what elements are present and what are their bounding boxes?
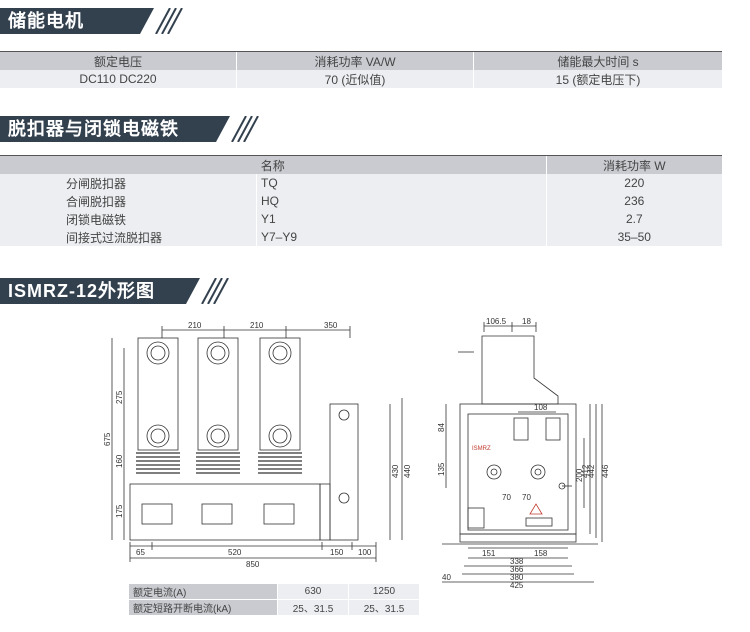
section-outline-header: ISMRZ-12外形图	[0, 278, 240, 304]
dim-label: 135	[438, 462, 446, 476]
dim-label: 200	[575, 468, 584, 482]
section-outline-title: ISMRZ-12外形图	[0, 278, 200, 304]
rated-value: 25、31.5	[348, 599, 420, 616]
dim-label: 151	[482, 549, 496, 558]
table-row: 额定短路开断电流(kA) 25、31.5 25、31.5	[128, 599, 420, 616]
front-view-drawing: 210 210 350 675 275 160 175 430 440 65 5…	[103, 321, 412, 569]
table-row: 额定电流(A) 630 1250	[128, 583, 420, 600]
model-label: ISMRZ	[472, 446, 491, 452]
motor-col-power: 消耗功率 VA/W	[236, 52, 474, 70]
release-col-name: 名称	[0, 156, 547, 174]
slash-decoration-icon	[155, 8, 183, 34]
table-row: 闭锁电磁铁 Y1 2.7	[0, 210, 722, 228]
dim-label: 366	[510, 565, 524, 574]
dim-label: 446	[601, 464, 610, 478]
release-code: HQ	[256, 192, 547, 210]
motor-power-value: 70 (近似值)	[236, 70, 474, 88]
release-name: 间接式过流脱扣器	[0, 228, 257, 246]
motor-spec-table: 额定电压 消耗功率 VA/W 储能最大时间 s DC110 DC220 70 (…	[0, 52, 722, 88]
rated-label: 额定短路开断电流(kA)	[128, 599, 278, 616]
release-code: TQ	[256, 174, 547, 192]
section-motor-title: 储能电机	[0, 8, 154, 34]
rated-value: 1250	[348, 583, 420, 600]
dim-label: 380	[510, 573, 524, 582]
dim-label: 430	[391, 464, 400, 478]
release-code: Y7–Y9	[256, 228, 547, 246]
table-row: 间接式过流脱扣器 Y7–Y9 35–50	[0, 228, 722, 246]
slash-decoration-icon	[231, 116, 259, 142]
release-spec-table: 名称 消耗功率 W 分闸脱扣器 TQ 220 合闸脱扣器 HQ 236 闭锁电磁…	[0, 156, 722, 246]
rated-values-table: 额定电流(A) 630 1250 额定短路开断电流(kA) 25、31.5 25…	[128, 583, 420, 616]
section-motor-header: 储能电机	[0, 8, 183, 34]
release-power: 2.7	[546, 210, 722, 228]
dim-label: 100	[358, 548, 372, 557]
release-power: 35–50	[546, 228, 722, 246]
dim-label: 70	[522, 493, 531, 502]
dim-label: 412	[581, 464, 590, 478]
dim-label: 84	[438, 423, 446, 432]
slash-decoration-icon	[201, 278, 229, 304]
dim-label: 850	[246, 560, 260, 569]
table-row: 分闸脱扣器 TQ 220	[0, 174, 722, 192]
dim-label: 40	[442, 573, 451, 582]
dim-label: 65	[136, 548, 145, 557]
dim-label: 350	[324, 321, 338, 330]
dim-label: 275	[115, 390, 124, 404]
rated-value: 25、31.5	[277, 599, 349, 616]
dim-label: 520	[228, 548, 242, 557]
motor-col-time: 储能最大时间 s	[473, 52, 722, 70]
section-release-title: 脱扣器与闭锁电磁铁	[0, 116, 230, 142]
release-name: 闭锁电磁铁	[0, 210, 257, 228]
release-col-power: 消耗功率 W	[546, 156, 722, 174]
rated-label: 额定电流(A)	[128, 583, 278, 600]
dim-label: 18	[522, 318, 531, 326]
side-view-drawing: 106.5 18 108 84 135 200 412 442 446 70 7…	[438, 318, 610, 588]
dim-label: 158	[534, 549, 548, 558]
dim-label: 675	[103, 432, 112, 446]
dim-label: 70	[502, 493, 511, 502]
table-row: 合闸脱扣器 HQ 236	[0, 192, 722, 210]
release-power: 236	[546, 192, 722, 210]
dim-label: 108	[534, 403, 548, 412]
dim-label: 210	[250, 321, 264, 330]
section-release-header: 脱扣器与闭锁电磁铁	[0, 116, 270, 142]
dim-label: 150	[330, 548, 344, 557]
rated-value: 630	[277, 583, 349, 600]
dim-label: 440	[403, 464, 412, 478]
motor-time-value: 15 (额定电压下)	[473, 70, 722, 88]
release-name: 合闸脱扣器	[0, 192, 257, 210]
dim-label: 442	[587, 464, 596, 478]
release-code: Y1	[256, 210, 547, 228]
dim-label: 210	[188, 321, 202, 330]
motor-voltage-value: DC110 DC220	[0, 70, 237, 88]
dim-label: 338	[510, 557, 524, 566]
dim-label: 106.5	[486, 318, 507, 326]
release-name: 分闸脱扣器	[0, 174, 257, 192]
release-power: 220	[546, 174, 722, 192]
dim-label: 160	[115, 454, 124, 468]
dim-label: 175	[115, 504, 124, 518]
dim-label: 425	[510, 581, 524, 588]
motor-col-voltage: 额定电压	[0, 52, 237, 70]
